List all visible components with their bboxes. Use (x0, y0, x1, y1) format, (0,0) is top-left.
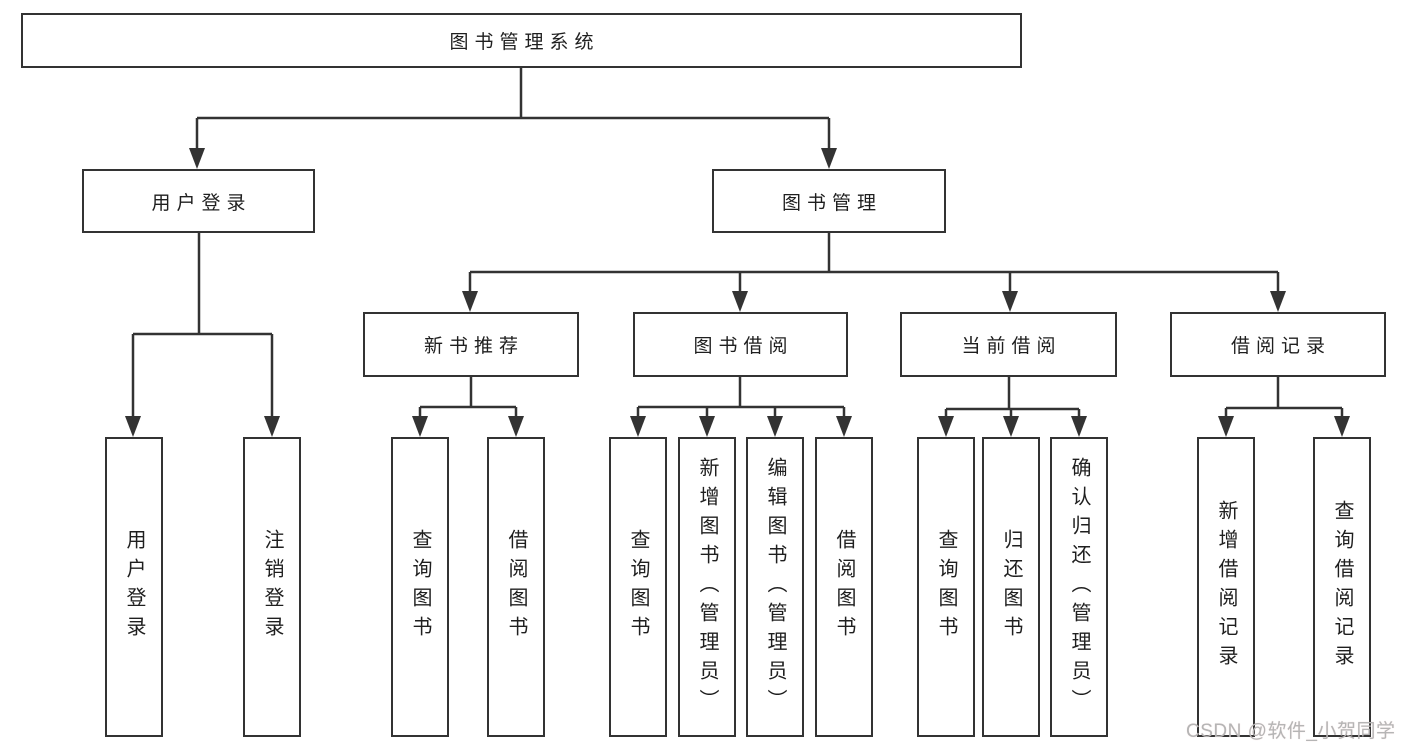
node-current-borrowing: 当前借阅 (900, 312, 1117, 377)
leaf-cb-confirm-return-admin: 确认归还（管理员） (1050, 437, 1108, 737)
node-borrowing-records: 借阅记录 (1170, 312, 1386, 377)
node-new-book-recommend: 新书推荐 (363, 312, 579, 377)
leaf-br-add-record: 新增借阅记录 (1197, 437, 1255, 737)
leaf-logout: 注销登录 (243, 437, 301, 737)
watermark-text: CSDN @软件_小贺同学 (1186, 721, 1396, 742)
leaf-bb-query-books: 查询图书 (609, 437, 667, 737)
leaf-bb-edit-books-admin: 编辑图书（管理员） (746, 437, 804, 737)
leaf-bb-borrow-books: 借阅图书 (815, 437, 873, 737)
leaf-cb-return-books: 归还图书 (982, 437, 1040, 737)
leaf-bb-add-books-admin: 新增图书（管理员） (678, 437, 736, 737)
leaf-user-login: 用户登录 (105, 437, 163, 737)
leaf-cb-query-books: 查询图书 (917, 437, 975, 737)
leaf-nb-query-books: 查询图书 (391, 437, 449, 737)
node-book-management: 图书管理 (712, 169, 946, 233)
leaf-nb-borrow-books: 借阅图书 (487, 437, 545, 737)
node-root-system: 图书管理系统 (21, 13, 1022, 68)
node-book-borrowing: 图书借阅 (633, 312, 848, 377)
leaf-br-query-record: 查询借阅记录 (1313, 437, 1371, 737)
node-user-login: 用户登录 (82, 169, 315, 233)
